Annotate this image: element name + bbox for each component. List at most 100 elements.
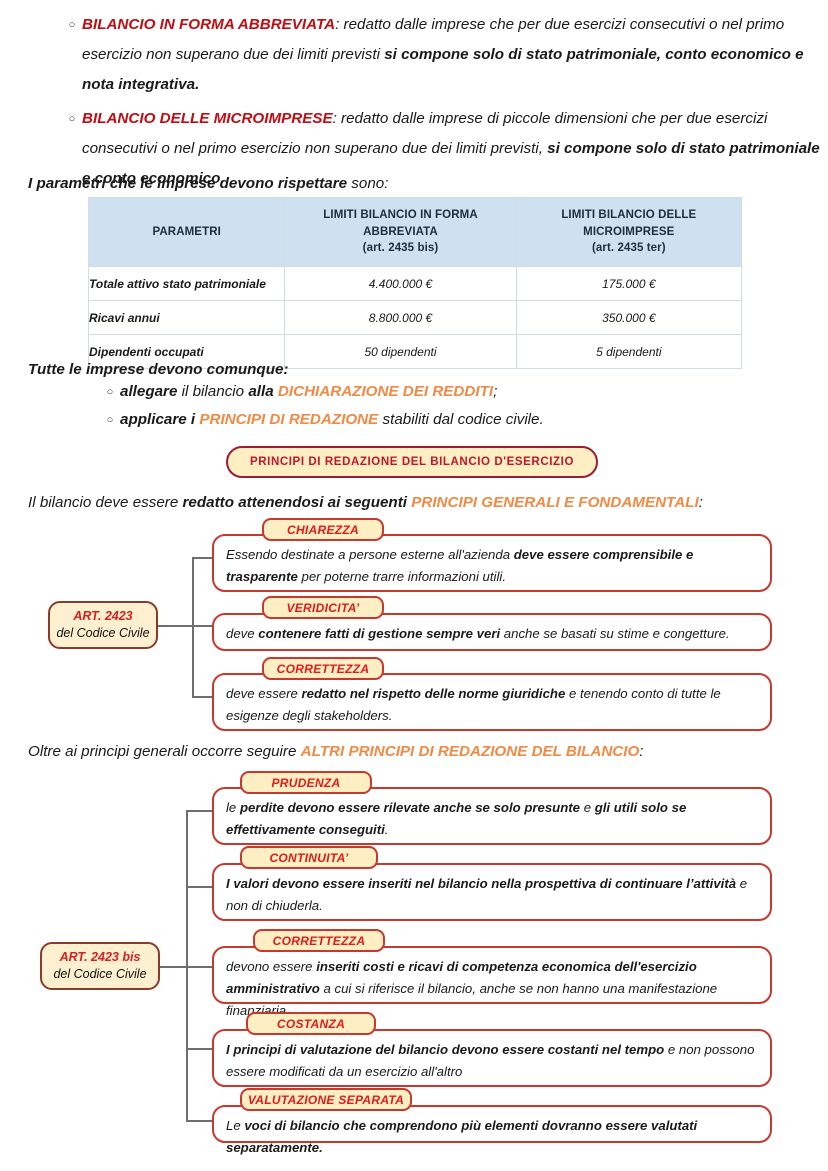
item-text: I valori devono essere inseriti nel bila… xyxy=(214,865,770,923)
cell-parameter: Ricavi annui xyxy=(87,300,286,335)
text-segment: I principi di valutazione del bilancio d… xyxy=(226,1042,665,1057)
principi-banner: PRINCIPI DI REDAZIONE DEL BILANCIO D'ESE… xyxy=(226,446,598,478)
top-bullet-list: ○ BILANCIO IN FORMA ABBREVIATA: redatto … xyxy=(62,10,822,198)
header-line: MICROIMPRESE xyxy=(583,225,675,238)
header-line: LIMITI BILANCIO DELLE xyxy=(561,209,697,222)
item-label-chiarezza: CHIAREZZA xyxy=(262,518,384,541)
text-segment: I valori devono essere inseriti nel bila… xyxy=(226,876,737,891)
connector-branch xyxy=(186,1048,212,1050)
text-segment: PRINCIPI DI REDAZIONE xyxy=(199,411,379,428)
diagram2-lead-text: Oltre ai principi generali occorre segui… xyxy=(28,740,644,764)
bullet-circle-icon: ○ xyxy=(106,386,114,398)
item-text: Le voci di bilancio che comprendono più … xyxy=(214,1107,770,1165)
text-segment: ; xyxy=(493,383,498,400)
connector-branch xyxy=(186,1120,212,1122)
tutte-heading: Tutte le imprese devono comunque: xyxy=(28,361,289,378)
list-item: ○ BILANCIO DELLE MICROIMPRESE: redatto d… xyxy=(62,104,822,194)
connector-branch xyxy=(186,886,212,888)
lead-colon: : xyxy=(639,743,644,760)
item-box: deve essere redatto nel rispetto delle n… xyxy=(212,673,772,731)
bullet-text: BILANCIO IN FORMA ABBREVIATA: redatto da… xyxy=(82,10,822,100)
connector-to-node xyxy=(150,966,212,968)
table-intro-text: I parametri che le imprese devono rispet… xyxy=(28,172,388,196)
lead-plain: Il bilancio deve essere xyxy=(28,494,183,511)
bullet-circle-icon: ○ xyxy=(68,113,76,125)
table-row: Dipendenti occupati 50 dipendenti 5 dipe… xyxy=(87,334,743,369)
cell-parameter: Dipendenti occupati xyxy=(87,334,286,369)
item-box: devono essere inseriti costi e ricavi di… xyxy=(212,946,772,1018)
table-row: Totale attivo stato patrimoniale 4.400.0… xyxy=(87,266,743,301)
connector-branch xyxy=(192,557,214,559)
text-segment: a cui si riferisce il bilancio, anche se… xyxy=(226,981,718,1018)
item-text: devono essere inseriti costi e ricavi di… xyxy=(214,948,770,1028)
bullet-text: applicare i PRINCIPI DI REDAZIONE stabil… xyxy=(120,408,800,432)
text-segment: redatto nel rispetto delle norme giuridi… xyxy=(301,686,566,701)
list-item: ○ applicare i PRINCIPI DI REDAZIONE stab… xyxy=(100,408,800,432)
text-segment: : redatto dalle imprese di piccole dimen… xyxy=(82,110,768,157)
item-label-costanza: COSTANZA xyxy=(246,1012,376,1035)
text-segment: stabiliti dal codice civile. xyxy=(378,411,544,428)
node-title: ART. 2423 xyxy=(73,609,133,623)
item-label-text: CORRETTEZZA xyxy=(272,933,366,948)
text-segment: si compone solo di stato patrimoniale e … xyxy=(82,140,820,187)
text-segment: gli utili solo se effettivamente consegu… xyxy=(226,800,687,837)
lead-bold: redatto attenendosi ai seguenti xyxy=(182,494,407,511)
text-segment: contenere fatti di gestione sempre veri xyxy=(258,626,501,641)
item-box: Essendo destinate a persone esterne all'… xyxy=(212,534,772,592)
text-segment: DICHIARAZIONE DEI REDDITI xyxy=(277,383,494,400)
text-segment: applicare i xyxy=(120,411,196,428)
text-segment: BILANCIO DELLE MICROIMPRESE xyxy=(82,110,333,127)
text-segment: alla xyxy=(248,383,274,400)
lead-plain: Oltre ai principi generali occorre segui… xyxy=(28,743,301,760)
lead-orange: ALTRI PRINCIPI DI REDAZIONE DEL BILANCIO xyxy=(300,743,640,760)
connector-branch xyxy=(192,696,214,698)
node-subtitle: del Codice Civile xyxy=(53,967,147,981)
item-label-text: CORRETTEZZA xyxy=(276,661,370,676)
text-segment: allegare xyxy=(120,383,178,400)
item-label-text: VALUTAZIONE SEPARATA xyxy=(247,1092,405,1107)
item-label-valutazione-separata: VALUTAZIONE SEPARATA xyxy=(240,1088,412,1111)
list-item: ○ BILANCIO IN FORMA ABBREVIATA: redatto … xyxy=(62,10,822,100)
text-segment: BILANCIO IN FORMA ABBREVIATA xyxy=(82,16,336,33)
item-label-text: PRUDENZA xyxy=(271,775,341,790)
item-box: I principi di valutazione del bilancio d… xyxy=(212,1029,772,1087)
header-line: LIMITI BILANCIO IN FORMA xyxy=(323,209,478,222)
tutte-bullet-list: ○ allegare il bilancio alla DICHIARAZION… xyxy=(100,380,800,436)
connector-vertical xyxy=(186,810,188,1120)
bullet-text: BILANCIO DELLE MICROIMPRESE: redatto dal… xyxy=(82,104,822,194)
list-item: ○ allegare il bilancio alla DICHIARAZION… xyxy=(100,380,800,404)
node-subtitle: del Codice Civile xyxy=(56,626,150,640)
connector-branch xyxy=(192,625,214,627)
table-intro-bold: I parametri che le imprese devono rispet… xyxy=(28,175,348,192)
header-line: PARAMETRI xyxy=(152,225,221,238)
diagram1-lead-text: Il bilancio deve essere redatto attenend… xyxy=(28,491,703,515)
text-segment: Le xyxy=(226,1118,245,1133)
item-text: le perdite devono essere rilevate anche … xyxy=(214,789,770,847)
node-art-2423: ART. 2423 del Codice Civile xyxy=(48,601,158,649)
text-segment: . xyxy=(384,822,389,837)
header-line: (art. 2435 ter) xyxy=(591,242,666,255)
item-label-correttezza: CORRETTEZZA xyxy=(262,657,384,680)
text-segment: voci di bilancio che comprendono più ele… xyxy=(226,1118,698,1155)
item-text: I principi di valutazione del bilancio d… xyxy=(214,1031,770,1089)
table-intro-plain: sono: xyxy=(347,175,389,192)
item-text: deve contenere fatti di gestione sempre … xyxy=(214,615,770,651)
text-segment: si compone solo di stato patrimoniale, c… xyxy=(82,46,804,93)
text-segment: le xyxy=(226,800,240,815)
cell-microimprese: 5 dipendenti xyxy=(515,334,743,369)
lead-orange: PRINCIPI GENERALI E FONDAMENTALI xyxy=(411,494,699,511)
connector-branch xyxy=(186,810,212,812)
cell-microimprese: 350.000 € xyxy=(515,300,743,335)
principi-banner-label: PRINCIPI DI REDAZIONE DEL BILANCIO D'ESE… xyxy=(249,456,575,468)
text-segment: inseriti costi e ricavi di competenza ec… xyxy=(226,959,697,996)
item-box: Le voci di bilancio che comprendono più … xyxy=(212,1105,772,1155)
lead-colon: : xyxy=(698,494,703,511)
text-segment: : redatto dalle imprese che per due eser… xyxy=(82,16,785,63)
text-segment: deve essere comprensibile e trasparente xyxy=(226,547,694,584)
item-box: le perdite devono essere rilevate anche … xyxy=(212,787,772,845)
header-line: ABBREVIATA xyxy=(363,225,438,238)
bullet-text: allegare il bilancio alla DICHIARAZIONE … xyxy=(120,380,800,404)
text-segment: il bilancio xyxy=(177,383,249,400)
